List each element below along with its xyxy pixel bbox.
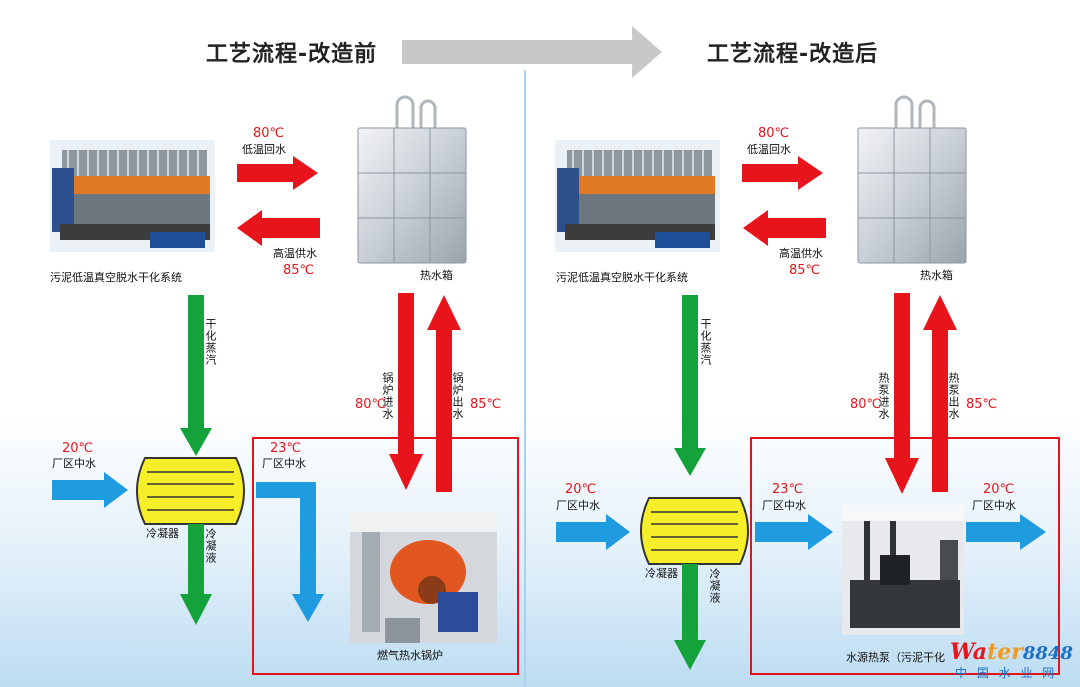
label-heatpump: 水源热泵（污泥干化 [846,651,945,664]
arrow-heatpump-in [885,293,919,494]
label-dryer-right: 污泥低温真空脱水干化系统 [556,271,688,284]
temp-85-heatpump-out: 85℃ [966,397,998,412]
label-high-supply-left: 高温供水 [273,247,317,260]
label-dry-steam-right: 干化蒸汽 [699,318,712,366]
arrow-plant-water-out-right [966,514,1046,550]
arrow-plant-water-in-right [556,514,630,550]
arrow-boiler-out [427,295,461,492]
arrow-heatpump-out [923,295,957,492]
label-condensate-right: 冷凝液 [708,568,721,604]
watermark-cn: 中 国 水 业 网 [955,666,1058,680]
label-plant-water-in-right: 厂区中水 [556,499,600,512]
water-tank-image-left [357,95,467,264]
label-plant-water-out-left: 厂区中水 [262,457,306,470]
label-boiler-in: 锅炉进水 [381,372,394,420]
label-heatpump-in: 热泵进水 [877,372,890,420]
arrow-condensate-right [674,564,706,670]
arrow-high-supply-right [743,210,826,246]
label-plant-water-in-left: 厂区中水 [52,457,96,470]
watermark-brand-a: Wa [950,639,988,665]
label-high-supply-right: 高温供水 [779,247,823,260]
title-before: 工艺流程-改造前 [206,42,378,67]
temp-85-left: 85℃ [283,263,315,278]
label-boiler-out: 锅炉出水 [451,372,464,420]
label-boiler: 燃气热水锅炉 [377,649,443,662]
label-dry-steam-left: 干化蒸汽 [204,318,217,366]
temp-23-right: 23℃ [772,482,804,497]
label-tank-left: 热水箱 [420,269,453,282]
arrow-low-return-left [237,156,318,190]
temp-20-left: 20℃ [62,441,94,456]
temp-85-right: 85℃ [789,263,821,278]
label-heatpump-out: 热泵出水 [947,372,960,420]
water-tank-image-right [857,95,967,264]
filter-press-image-left [50,140,215,252]
condenser-left [136,457,245,525]
arrow-dry-steam-left [180,295,212,456]
arrow-high-supply-left [237,210,320,246]
label-plant-water-mid-right: 厂区中水 [762,499,806,512]
retrofit-box-left [252,437,519,675]
arrow-plant-water-in-left [52,472,128,508]
label-plant-water-out-right: 厂区中水 [972,499,1016,512]
label-dryer-left: 污泥低温真空脱水干化系统 [50,271,182,284]
temp-80-heatpump-in: 80℃ [850,397,882,412]
filter-press-image-right [555,140,720,252]
label-low-return-left: 低温回水 [242,143,286,156]
watermark-logo: Water8848 [950,641,1073,663]
temp-23-left: 23℃ [270,441,302,456]
arrow-condensate-left [180,524,212,625]
arrow-dry-steam-right [674,295,706,476]
arrow-plant-water-to-heatpump [755,514,833,550]
temp-80-left: 80℃ [253,126,285,141]
label-tank-right: 热水箱 [920,269,953,282]
arrow-low-return-right [742,156,823,190]
temp-20-right-out: 20℃ [983,482,1015,497]
arrow-boiler-in [389,293,423,490]
label-low-return-right: 低温回水 [747,143,791,156]
watermark-brand-b: ter [987,639,1023,665]
temp-80-boiler-in: 80℃ [355,397,387,412]
temp-20-right-in: 20℃ [565,482,597,497]
label-condensate-left: 冷凝液 [204,528,217,564]
heatpump-image [842,505,964,635]
boiler-image [350,512,497,643]
title-after: 工艺流程-改造后 [707,42,879,67]
temp-80-right: 80℃ [758,126,790,141]
label-condenser-right: 冷凝器 [645,567,678,580]
condenser-right [640,497,749,565]
transition-arrow [402,26,662,78]
watermark-num: 8848 [1022,643,1073,664]
label-condenser-left: 冷凝器 [146,527,179,540]
temp-85-boiler-out: 85℃ [470,397,502,412]
arrow-plant-water-out-left [256,482,324,622]
